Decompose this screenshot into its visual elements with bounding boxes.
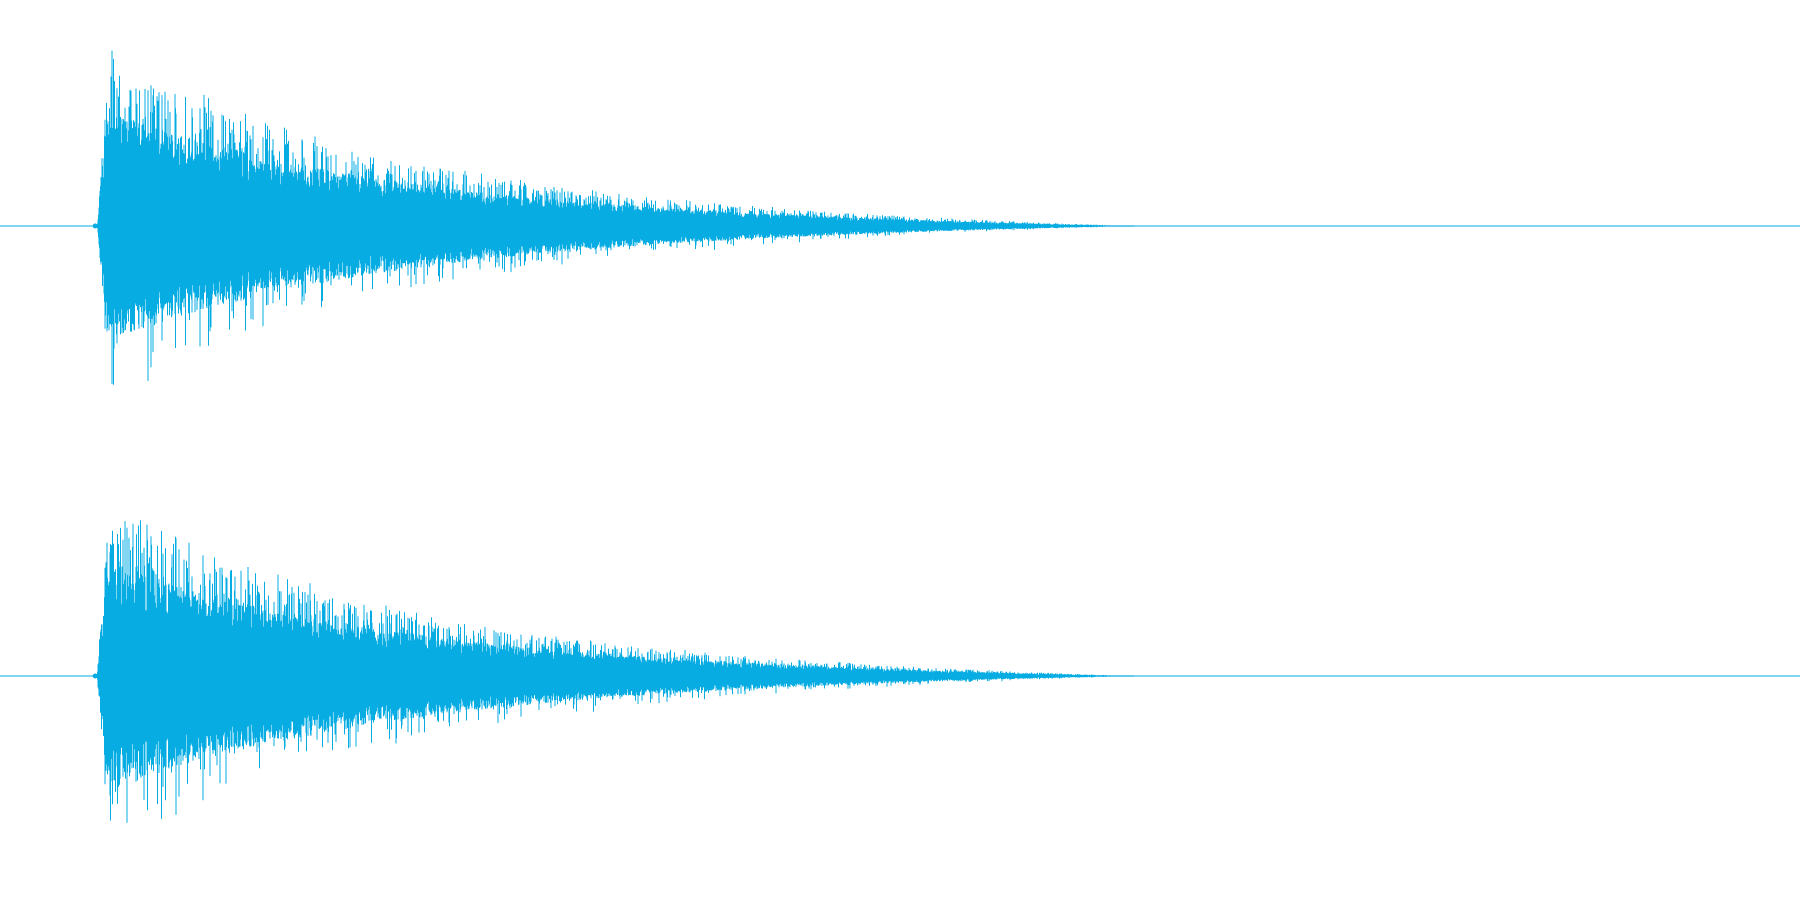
waveform-channel-1 [0, 50, 1800, 385]
waveform-trace [96, 520, 1135, 823]
onset-marker [92, 223, 98, 229]
waveform-channel-2 [0, 520, 1800, 823]
onset-marker [92, 673, 98, 679]
waveform-trace [96, 50, 1135, 385]
